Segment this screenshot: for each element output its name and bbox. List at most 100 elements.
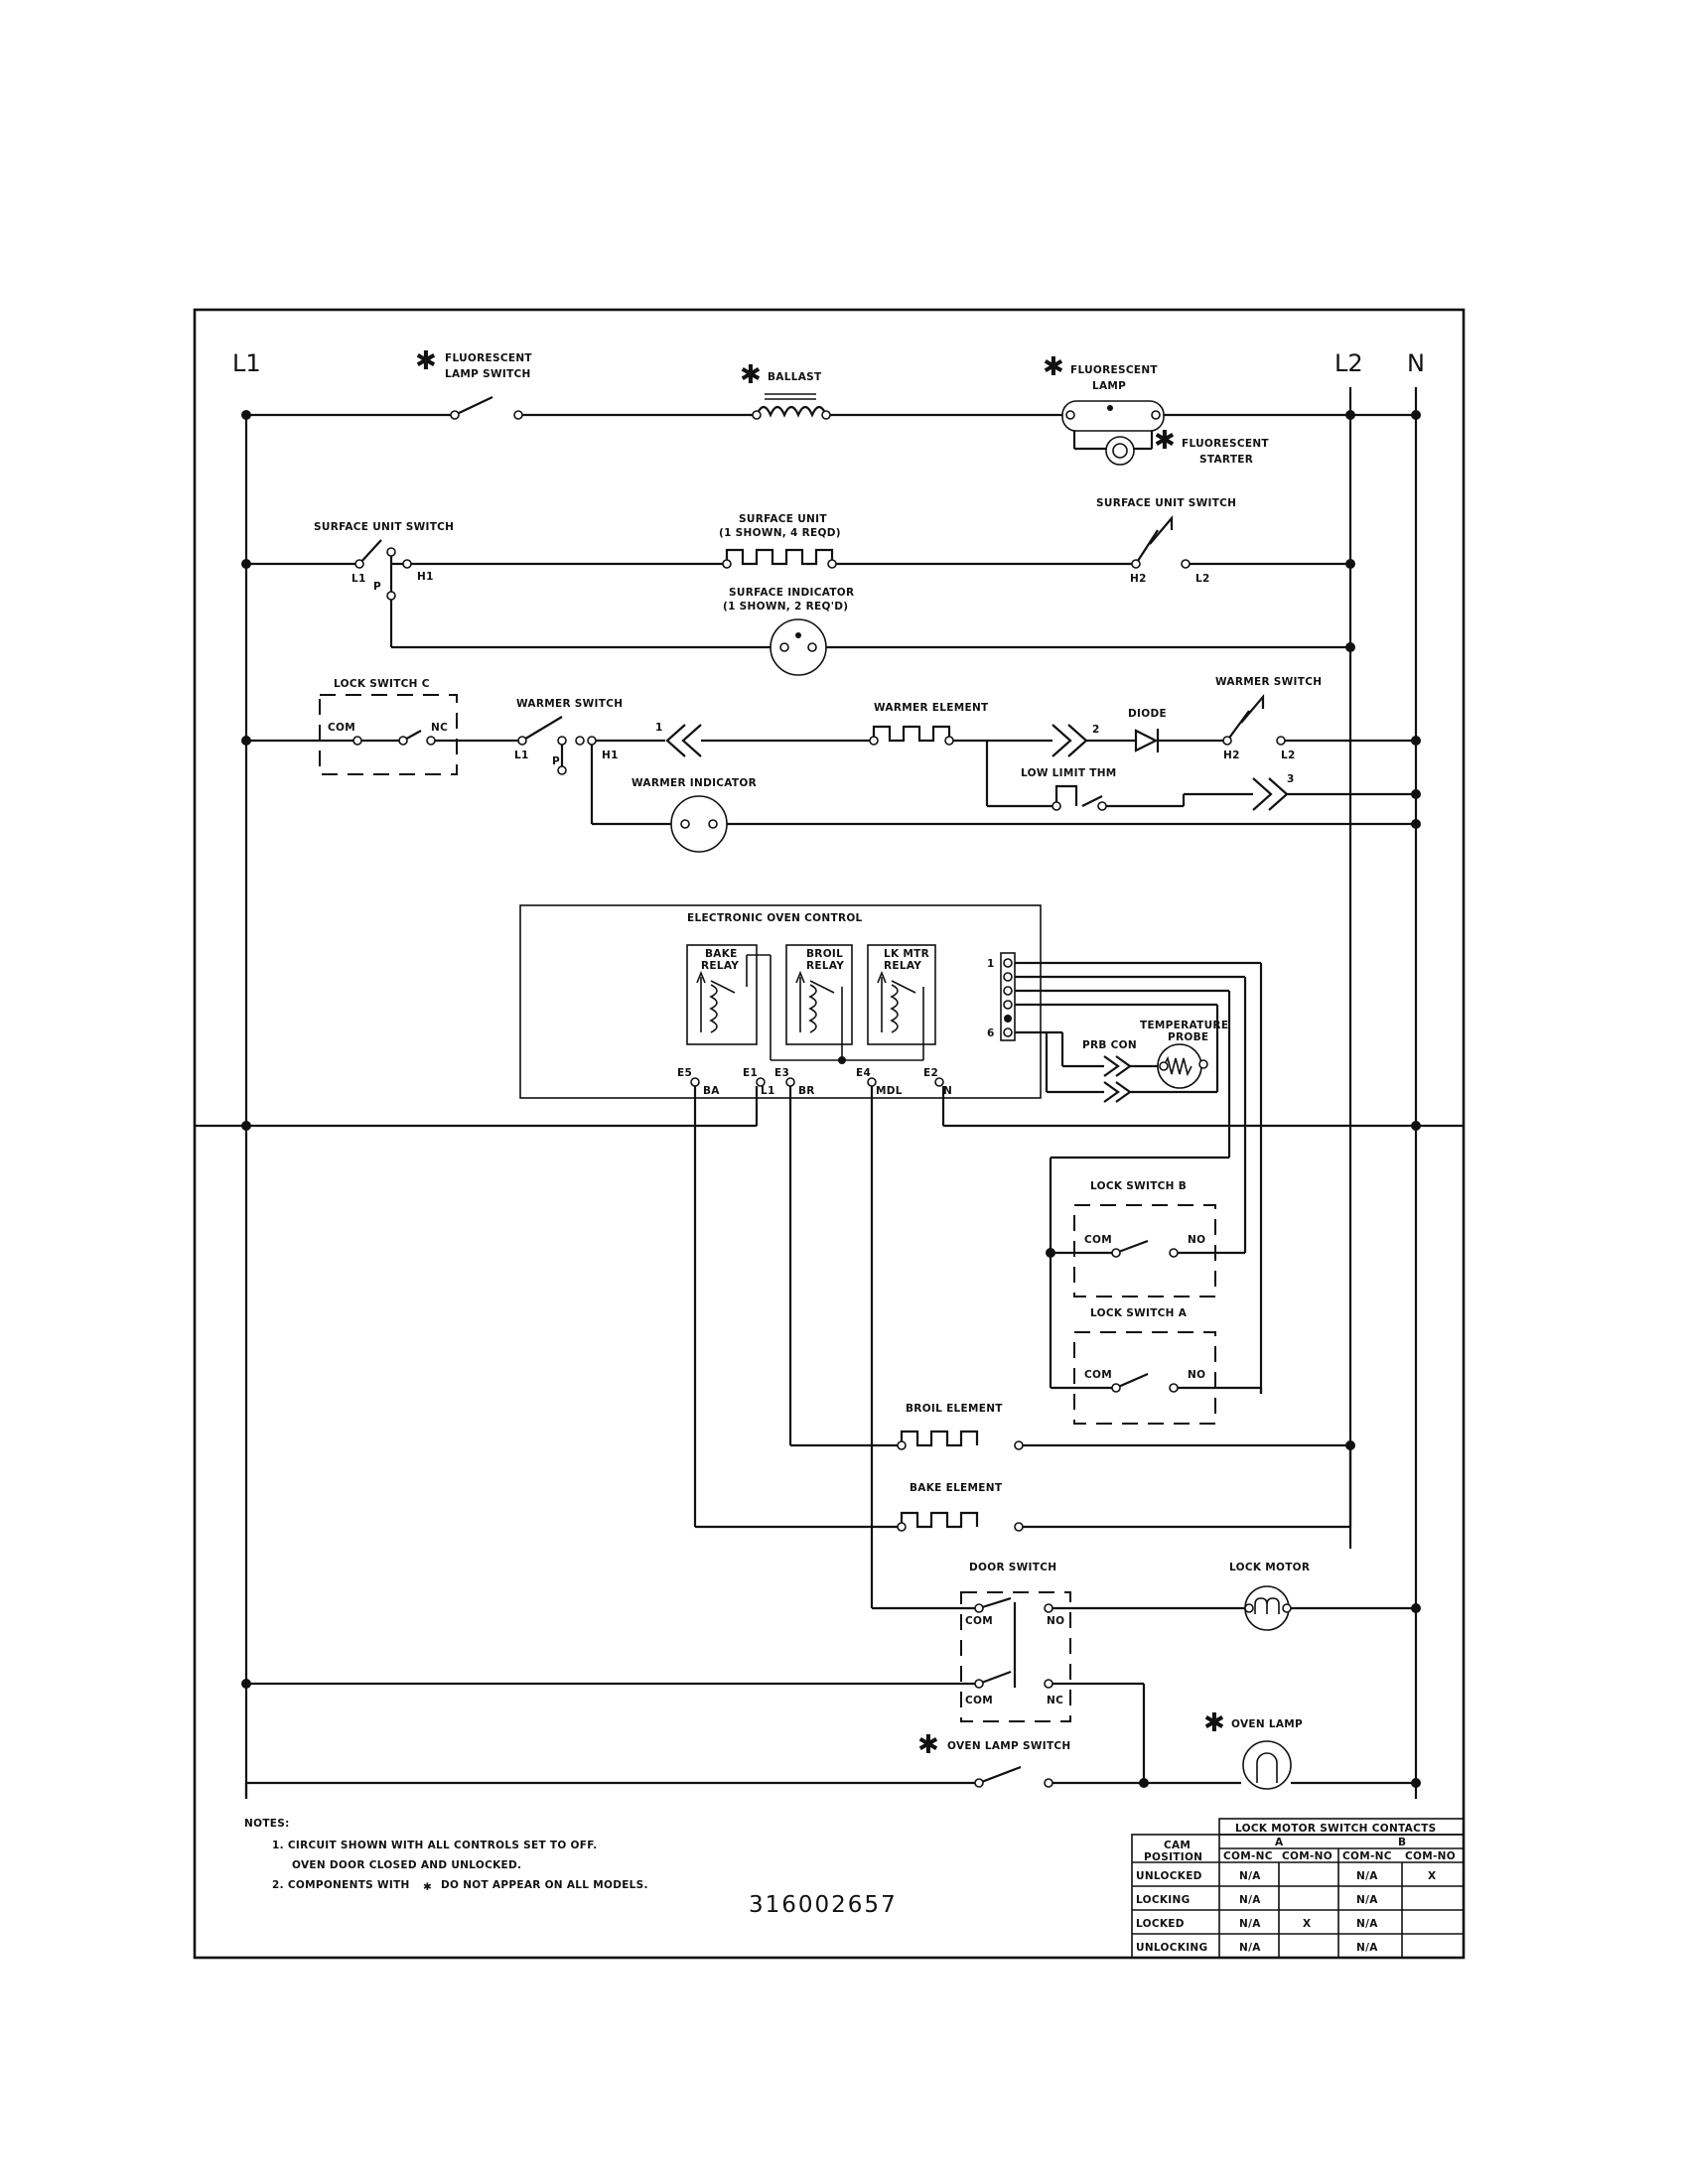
label-electronic-oven-control: ELECTRONIC OVEN CONTROL [687,912,863,924]
table-cell-2-1: X [1303,1918,1311,1930]
label-low-limit-thm: LOW LIMIT THM [1021,767,1117,779]
power-rails [244,387,1418,1799]
label-surface-unit-2: (1 SHOWN, 4 REQD) [719,527,841,539]
table-cam-position-2: POSITION [1144,1851,1202,1863]
label-lock-motor: LOCK MOTOR [1229,1562,1310,1573]
terminal-pin-6: 6 [987,1027,995,1039]
table-col-2: COM-NC [1342,1850,1392,1862]
asterisk-oven-lamp-switch: ✱ [917,1730,939,1760]
table-row-label-3: UNLOCKING [1136,1942,1207,1954]
label-temperature-probe-1: TEMPERATURE [1140,1020,1228,1031]
label-surface-unit-switch-left: SURFACE UNIT SWITCH [314,521,454,533]
label-lock-switch-a: LOCK SWITCH A [1090,1307,1188,1319]
label-surface-indicator-1: SURFACE INDICATOR [729,587,854,599]
diagram-border [193,308,1466,1960]
label-broil-relay-1: BROIL [806,948,843,960]
contacts-table [1131,1818,1465,1959]
notes-heading: NOTES: [244,1818,290,1830]
lock-switch-a [1051,1331,1263,1425]
wire-number-1: 1 [655,722,663,734]
label-warmer-switch-left: WARMER SWITCH [516,698,623,710]
label-fluorescent-starter-2: STARTER [1199,454,1253,466]
label-bake-relay-1: BAKE [705,948,738,960]
label-ballast: BALLAST [768,371,822,383]
label-oven-lamp-switch: OVEN LAMP SWITCH [947,1740,1071,1752]
terminal-l1-warmer: L1 [514,750,529,761]
label-warmer-element: WARMER ELEMENT [874,702,989,714]
label-fluorescent-starter-1: FLUORESCENT [1182,438,1269,450]
label-broil-relay-2: RELAY [806,960,844,972]
table-cell-0-0: N/A [1239,1870,1261,1882]
label-fluorescent-lamp-1: FLUORESCENT [1070,364,1158,376]
terminal-e3: E3 [774,1067,789,1079]
label-door-switch: DOOR SWITCH [969,1562,1056,1573]
wire-number-3: 3 [1287,773,1295,785]
label-lock-switch-c: LOCK SWITCH C [334,678,430,690]
terminal-e2: E2 [923,1067,938,1079]
label-oven-lamp: OVEN LAMP [1231,1718,1303,1730]
rail-label-n: N [1407,349,1425,377]
label-temperature-probe-2: PROBE [1168,1031,1208,1043]
note-1a: 1. CIRCUIT SHOWN WITH ALL CONTROLS SET T… [272,1840,597,1851]
asterisk-fluor-lamp: ✱ [1043,352,1064,382]
terminal-ba: BA [703,1085,720,1097]
table-row-label-0: UNLOCKED [1136,1870,1202,1882]
table-group-a: A [1275,1837,1284,1848]
table-cell-0-3: X [1428,1870,1436,1882]
warmer-circuit [246,693,1416,853]
terminal-br: BR [798,1085,815,1097]
label-fluorescent-lamp-switch-2: LAMP SWITCH [445,368,531,380]
label-lk-mtr-relay-2: RELAY [884,960,921,972]
table-cell-3-0: N/A [1239,1942,1261,1954]
table-group-b: B [1398,1837,1406,1848]
table-row-label-2: LOCKED [1136,1918,1185,1930]
rail-label-l2: L2 [1334,349,1363,377]
terminal-h1-surface: H1 [417,571,434,583]
terminal-l1-ecu: L1 [761,1085,775,1097]
table-title: LOCK MOTOR SWITCH CONTACTS [1235,1823,1436,1835]
terminal-no-b: NO [1188,1234,1205,1246]
label-surface-unit-1: SURFACE UNIT [739,513,827,525]
terminal-mdl: MDL [876,1085,903,1097]
terminal-com-c: COM [328,722,355,734]
lock-switch-b [1051,1204,1245,1297]
label-warmer-switch-right: WARMER SWITCH [1215,676,1322,688]
fluorescent-lamp-circuit [246,393,1416,466]
surface-unit-circuit [246,514,1350,676]
terminal-com-door-bottom: COM [965,1695,993,1706]
asterisk-ballast: ✱ [740,360,762,390]
asterisk-fluor-switch: ✱ [415,346,437,376]
table-cell-1-2: N/A [1356,1894,1378,1906]
terminal-e1: E1 [743,1067,758,1079]
label-bake-relay-2: RELAY [701,960,739,972]
terminal-e5: E5 [677,1067,692,1079]
terminal-l2-warmer: L2 [1281,750,1296,761]
table-cell-2-2: N/A [1356,1918,1378,1930]
terminal-com-b: COM [1084,1234,1112,1246]
oven-lamp-circuit [244,1740,1416,1799]
terminal-no-door: NO [1047,1615,1064,1627]
terminal-h2-warmer: H2 [1223,750,1240,761]
part-number: 316002657 [749,1892,898,1918]
label-lk-mtr-relay-1: LK MTR [884,948,929,960]
label-surface-unit-switch-right: SURFACE UNIT SWITCH [1096,497,1236,509]
terminal-l2-surface: L2 [1195,573,1210,585]
terminal-nc-door: NC [1047,1695,1063,1706]
rail-label-l1: L1 [232,349,261,377]
terminal-pin-1: 1 [987,958,995,970]
table-cell-1-0: N/A [1239,1894,1261,1906]
terminal-h1-warmer: H1 [602,750,619,761]
terminal-l1-surface: L1 [351,573,366,585]
terminal-h2-surface: H2 [1130,573,1147,585]
terminal-com-a: COM [1084,1369,1112,1381]
label-surface-indicator-2: (1 SHOWN, 2 REQ'D) [723,601,848,613]
terminal-no-a: NO [1188,1369,1205,1381]
terminal-n-ecu: N [943,1085,952,1097]
broil-element [790,1430,1350,1447]
label-broil-element: BROIL ELEMENT [906,1403,1003,1415]
lock-motor [1244,1585,1416,1631]
label-diode: DIODE [1128,708,1167,720]
electronic-oven-control [519,904,1263,1394]
terminal-com-door-top: COM [965,1615,993,1627]
